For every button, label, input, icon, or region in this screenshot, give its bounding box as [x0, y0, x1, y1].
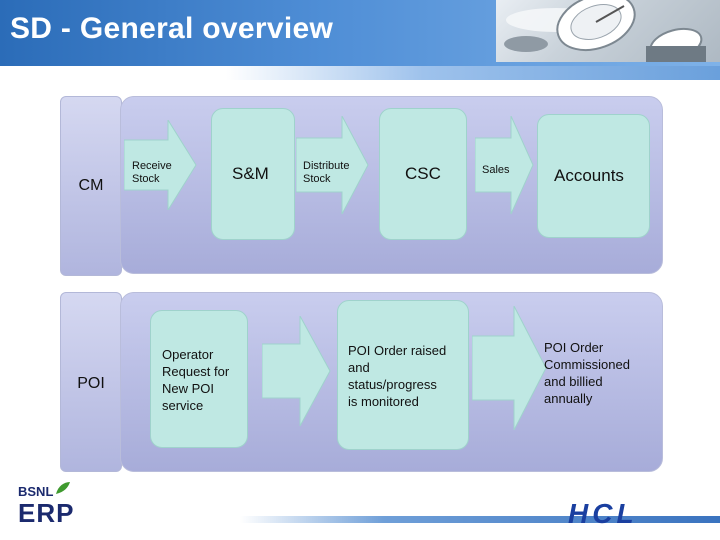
footer-rule	[240, 516, 720, 523]
order-commissioned-label: POI Order Commissioned and billied annua…	[544, 339, 630, 407]
poi-side-tab: POI	[60, 292, 122, 472]
csc-label: CSC	[405, 164, 441, 184]
header-rule	[226, 66, 720, 80]
accounts-label: Accounts	[554, 166, 624, 186]
bsnl-logo: BSNL	[18, 484, 53, 499]
sm-label: S&M	[232, 164, 269, 184]
receive-stock-label: Receive Stock	[132, 160, 172, 186]
satellite-dish-photo	[496, 0, 720, 62]
poi-label: POI	[61, 375, 121, 393]
poi-flow-arrow-2	[472, 306, 548, 430]
cm-side-tab: CM	[60, 96, 122, 276]
operator-request-label: Operator Request for New POI service	[162, 346, 229, 414]
page-title: SD - General overview	[10, 12, 333, 46]
hcl-logo: HCL	[568, 498, 638, 530]
order-raised-label: POI Order raised and status/progress is …	[348, 342, 446, 410]
sales-label: Sales	[482, 164, 510, 177]
poi-flow-arrow-1	[262, 316, 332, 426]
distribute-stock-label: Distribute Stock	[303, 160, 349, 186]
header-bar: SD - General overview	[0, 0, 720, 66]
leaf-icon	[54, 480, 72, 496]
erp-logo: ERP	[18, 498, 74, 529]
cm-label: CM	[61, 177, 121, 195]
